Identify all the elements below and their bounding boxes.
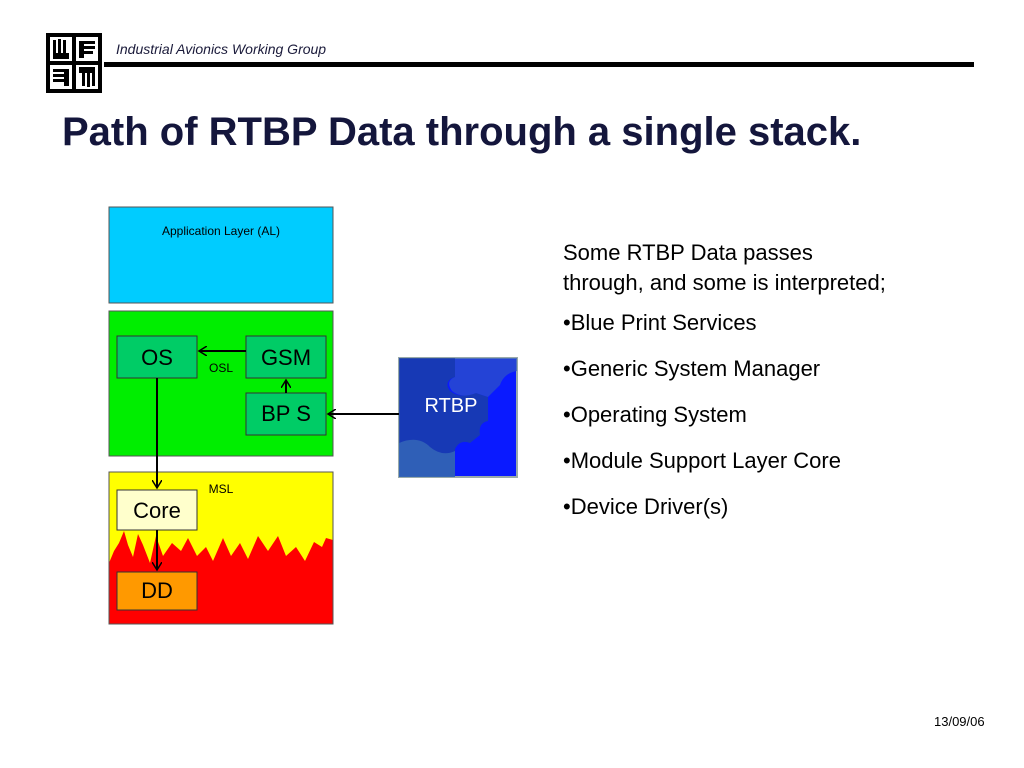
- core-box: [116, 489, 198, 531]
- dd-label: DD: [141, 578, 173, 603]
- stack-diagram: Application Layer (AL) OSL OS GSM BP S M…: [100, 195, 530, 635]
- intro-paragraph: Some RTBP Data passes through, and some …: [563, 240, 886, 295]
- os-label: OS: [141, 345, 173, 370]
- gsm-box: [245, 335, 327, 379]
- slide-title: Path of RTBP Data through a single stack…: [62, 110, 862, 154]
- footer-date: 13/09/06: [934, 714, 985, 729]
- four-hands-logo-icon: [46, 33, 102, 93]
- bullet-item: Device Driver(s): [563, 492, 893, 522]
- bullet-list: Blue Print Services Generic System Manag…: [563, 308, 893, 522]
- bullet-item: Operating System: [563, 400, 893, 430]
- bullet-item: Blue Print Services: [563, 308, 893, 338]
- msl-label: MSL: [209, 482, 234, 496]
- osl-label: OSL: [209, 361, 233, 375]
- rtbp-block: [398, 357, 518, 478]
- organization-name: Industrial Avionics Working Group: [116, 41, 327, 57]
- gsm-label: GSM: [261, 345, 311, 370]
- bullet-item: Generic System Manager: [563, 354, 893, 384]
- header-divider: [104, 62, 974, 67]
- bps-box: [245, 392, 327, 436]
- dd-box: [116, 571, 198, 611]
- application-layer: [108, 206, 334, 304]
- explanation-text: Some RTBP Data passes through, and some …: [563, 238, 893, 538]
- core-label: Core: [133, 498, 181, 523]
- bps-label: BP S: [261, 401, 311, 426]
- rtbp-label: RTBP: [425, 395, 478, 417]
- bullet-item: Module Support Layer Core: [563, 446, 893, 476]
- application-layer-label: Application Layer (AL): [162, 224, 280, 238]
